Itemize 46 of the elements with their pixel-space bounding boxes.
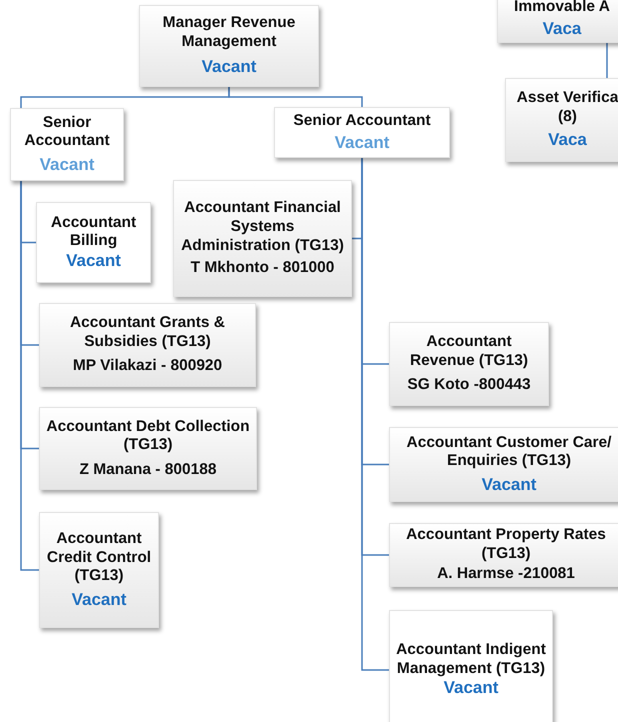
- vacancy-status: Vacant: [482, 474, 536, 496]
- position-box: [39, 512, 159, 628]
- vacancy-status: Vaca: [542, 18, 582, 39]
- connector-line: [361, 158, 389, 671]
- position-title: Accountant Indigent Management (TG13): [395, 641, 547, 678]
- incumbent-name: SG Koto -800443: [407, 376, 531, 395]
- position-title: Accountant Financial Systems Administration (TG13): [180, 199, 345, 256]
- position-box: [39, 303, 256, 387]
- connector-line: [20, 181, 39, 571]
- incumbent-name: Z Manana - 800188: [80, 460, 216, 480]
- position-box: [497, 0, 618, 43]
- position-box: [139, 5, 319, 87]
- vacancy-status: Vacant: [72, 590, 126, 610]
- position-title: Accountant Property Rates (TG13): [405, 526, 607, 564]
- incumbent-name: A. Harmse -210081: [437, 565, 575, 584]
- vacancy-status: Vacant: [66, 250, 121, 272]
- vacancy-status: Vacant: [334, 132, 390, 153]
- position-title: Manager Revenue Management: [162, 14, 296, 52]
- position-box: [274, 107, 450, 158]
- incumbent-name: MP Vilakazi - 800920: [72, 357, 222, 376]
- incumbent-name: T Mkhonto - 801000: [190, 259, 334, 278]
- position-box: [389, 610, 553, 722]
- position-title: Accountant Revenue (TG13): [408, 333, 529, 370]
- position-box: [10, 108, 124, 181]
- connector-line: [228, 87, 363, 107]
- position-box: [173, 180, 352, 297]
- position-box: [39, 407, 257, 490]
- position-box: [389, 523, 618, 587]
- position-box: [389, 322, 549, 406]
- position-title: Asset Verifica (8): [516, 89, 618, 126]
- vacancy-status: Vaca: [548, 130, 587, 151]
- position-title: Accountant Grants & Subsidies (TG13): [68, 314, 226, 352]
- position-title: Accountant Credit Control (TG13): [46, 530, 152, 586]
- position-title: Senior Accountant: [23, 114, 111, 151]
- vacancy-status: Vacant: [202, 57, 256, 78]
- position-title: Senior Accountant: [293, 112, 431, 131]
- position-title: Accountant Customer Care/ Enquiries (TG13): [406, 434, 612, 471]
- position-title: Accountant Debt Collection (TG13): [45, 418, 251, 455]
- position-box: [389, 427, 618, 502]
- position-box: [505, 78, 618, 162]
- position-box: [36, 202, 151, 283]
- vacancy-status: Vacant: [444, 678, 498, 699]
- connector-line: [606, 43, 608, 78]
- position-title: Immovable A: [514, 0, 610, 17]
- vacancy-status: Vacant: [40, 154, 94, 176]
- position-title: Accountant Billing: [50, 214, 138, 251]
